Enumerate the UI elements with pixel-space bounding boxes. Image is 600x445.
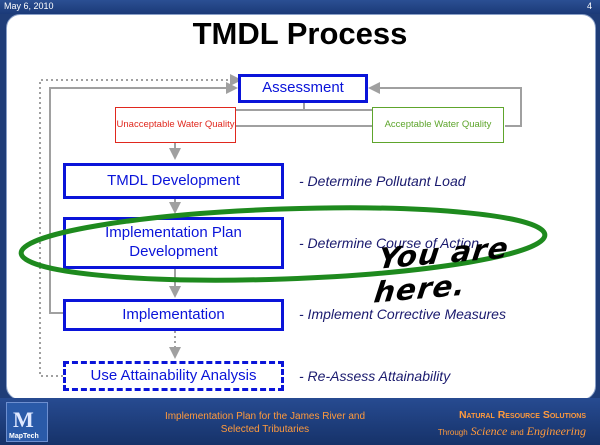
footer-and: and [510, 428, 524, 437]
unacceptable-water-quality-box: Unacceptable Water Quality [115, 107, 236, 143]
slide-title: TMDL Process [192, 16, 408, 51]
unacceptable-label: Unacceptable Water Quality [116, 119, 235, 131]
implementation-note: - Implement Corrective Measures [299, 306, 506, 322]
footer-through: Through [437, 428, 468, 437]
slide-date: May 6, 2010 [4, 1, 54, 11]
implementation-plan-box: Implementation Plan Development [63, 217, 284, 269]
maptech-logo-text: MapTech [9, 433, 39, 440]
footer-title-line2: Selected Tributaries [220, 424, 310, 435]
use-attainability-box: Use Attainability Analysis [63, 361, 284, 391]
tmdl-development-label: TMDL Development [107, 171, 240, 189]
tmdl-development-note: - Determine Pollutant Load [299, 173, 466, 189]
footer-science: Science [470, 424, 508, 438]
maptech-logo-mark: M [13, 407, 34, 432]
footer-bar [0, 398, 600, 445]
use-attainability-label: Use Attainability Analysis [90, 366, 257, 384]
slide-page-number: 4 [586, 1, 592, 11]
implementation-box: Implementation [63, 299, 284, 331]
slide-canvas [6, 14, 596, 400]
use-attainability-note: - Re-Assess Attainability [299, 368, 451, 384]
footer-engineering: Engineering [526, 424, 586, 438]
tmdl-development-box: TMDL Development [63, 163, 284, 199]
footer-tagline-1: Natural Resource Solutions [458, 409, 586, 421]
maptech-logo: M MapTech [6, 402, 48, 442]
acceptable-label: Acceptable Water Quality [384, 119, 492, 131]
footer-title-line1: Implementation Plan for the James River … [164, 411, 366, 422]
acceptable-water-quality-box: Acceptable Water Quality [372, 107, 504, 143]
implementation-plan-label: Implementation Plan Development [105, 224, 242, 260]
assessment-box: Assessment [238, 74, 368, 103]
assessment-label: Assessment [262, 79, 344, 97]
implementation-label: Implementation [122, 305, 225, 323]
footer-tagline-2: Through Science and Engineering [438, 424, 586, 439]
top-bar: May 6, 2010 4 [0, 0, 600, 14]
footer-project-title: Implementation Plan for the James River … [140, 410, 390, 436]
